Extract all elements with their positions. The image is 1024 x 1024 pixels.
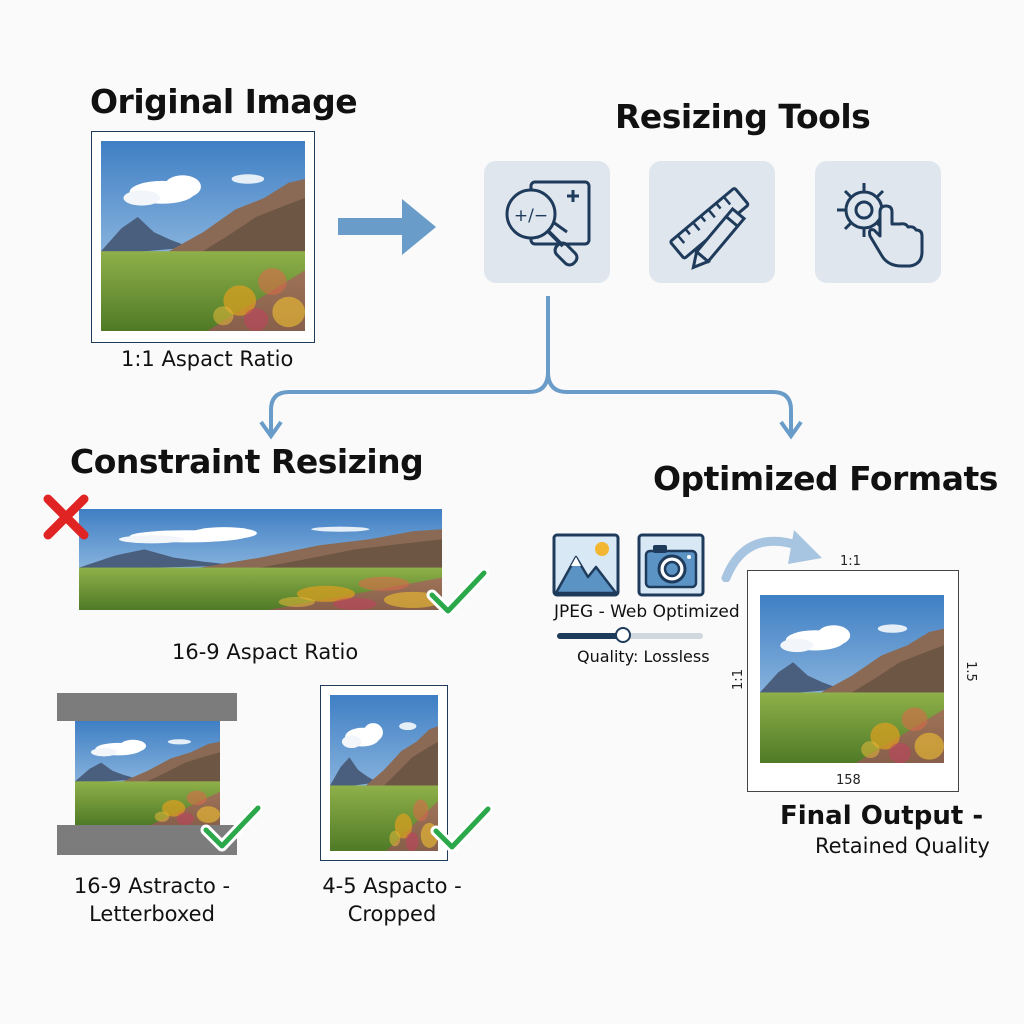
quality-label: Quality: Lossless: [577, 647, 710, 666]
letterbox-image: [75, 721, 220, 825]
final-output-image: [760, 595, 944, 763]
zoom-adjust-icon: +/−: [505, 180, 591, 267]
letterbox-caption: 16-9 Astracto - Letterboxed: [52, 872, 252, 928]
final-dim-top: 1:1: [840, 554, 861, 569]
check-icon: [200, 800, 264, 854]
letterbox-caption-line1: 16-9 Astracto -: [73, 874, 231, 898]
mountain-image-icon: [552, 533, 620, 601]
final-dim-left: 1:1: [730, 669, 746, 690]
format-label: JPEG - Web Optimized: [554, 602, 740, 622]
cropped-caption-line1: 4-5 Aspacto -: [322, 874, 462, 898]
gear-hand-icon: [837, 183, 924, 268]
final-caption-line1: Final Output -: [780, 801, 984, 831]
ruler-pencil-icon: [669, 187, 750, 270]
tool-gear-hand[interactable]: [815, 161, 941, 283]
cropped-image: [330, 695, 438, 851]
branch-connector: [255, 296, 805, 450]
tool-ruler-pencil[interactable]: [649, 161, 775, 283]
quality-slider[interactable]: [557, 627, 703, 645]
final-dim-bottom: 158: [836, 773, 861, 788]
camera-icon: [637, 533, 705, 601]
cross-icon: [40, 491, 92, 543]
wide-image: [79, 509, 442, 610]
svg-text:+/−: +/−: [514, 206, 548, 226]
letterbox-caption-line2: Letterboxed: [89, 902, 215, 926]
letterbox-bar-top: [57, 693, 237, 721]
check-icon: [426, 565, 490, 619]
original-image-frame: [91, 131, 315, 343]
original-caption: 1:1 Aspact Ratio: [121, 347, 294, 371]
check-icon: [430, 801, 494, 855]
cropped-caption: 4-5 Aspacto - Cropped: [292, 872, 492, 928]
curved-arrow-icon: [720, 522, 826, 586]
formats-title: Optimized Formats: [653, 459, 998, 498]
final-output-frame: [747, 570, 959, 792]
quality-slider-fill: [557, 633, 623, 639]
quality-slider-knob[interactable]: [614, 627, 631, 643]
original-title: Original Image: [90, 82, 358, 121]
arrow-right-icon: [336, 196, 438, 262]
wide-caption: 16-9 Aspact Ratio: [172, 640, 359, 664]
tools-title: Resizing Tools: [615, 97, 871, 136]
constraint-title: Constraint Resizing: [70, 442, 424, 481]
final-dim-right: 1.5: [962, 661, 978, 682]
final-caption-line2: Retained Quality: [815, 834, 990, 858]
cropped-caption-line2: Cropped: [347, 902, 437, 926]
cropped-frame: [320, 685, 448, 861]
tool-zoom-adjust[interactable]: +/−: [484, 161, 610, 283]
